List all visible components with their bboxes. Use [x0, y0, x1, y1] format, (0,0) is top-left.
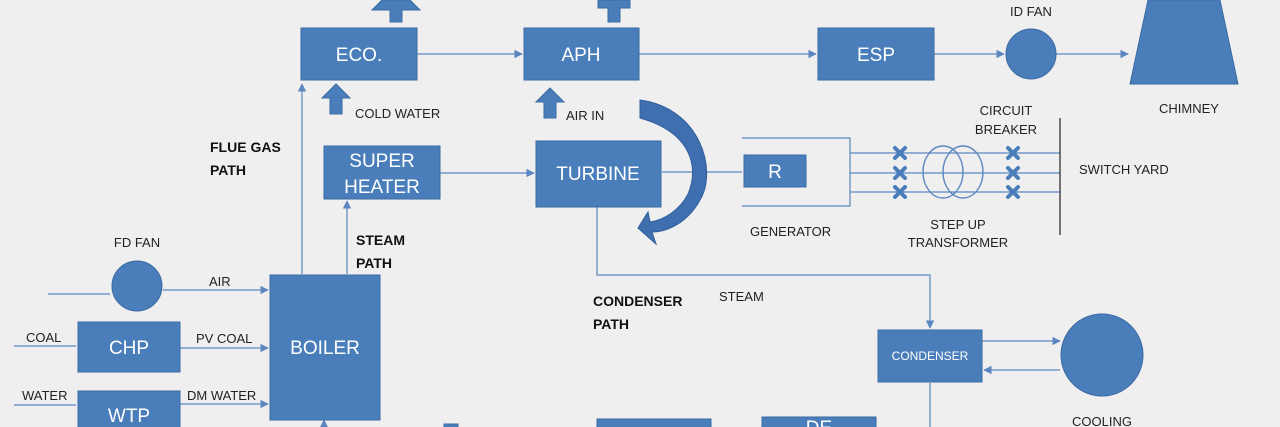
step-up-label-1: STEP UP — [930, 217, 985, 232]
step-up-label-2: TRANSFORMER — [908, 235, 1008, 250]
generator-r-label: R — [768, 162, 782, 183]
steam-path-label-2: PATH — [356, 255, 392, 271]
dm-water-label: DM WATER — [187, 388, 256, 403]
water-label: WATER — [22, 388, 68, 403]
breaker-x-mark — [1006, 185, 1020, 199]
cold-water-arrow — [320, 83, 352, 115]
de-box: DE — [761, 416, 877, 427]
chimney-label: CHIMNEY — [1159, 101, 1219, 116]
cooling-tower-circle — [1060, 313, 1144, 397]
up-arrows — [320, 0, 631, 119]
generator-label: GENERATOR — [750, 224, 831, 239]
aph-box: APH — [523, 27, 640, 81]
circuit-breaker-label-2: BREAKER — [975, 122, 1037, 137]
air-label: AIR — [209, 274, 231, 289]
switch-yard-label: SWITCH YARD — [1079, 162, 1169, 177]
breaker-x-mark — [893, 185, 907, 199]
flue-gas-path-label-2: PATH — [210, 162, 246, 178]
steam-label: STEAM — [719, 289, 764, 304]
wtp-label: WTP — [108, 406, 150, 427]
partial-box-left — [443, 423, 459, 427]
circuit-breakers — [893, 146, 1020, 199]
boiler-label: BOILER — [290, 338, 360, 359]
labels: ID FAN CHIMNEY COLD WATER AIR IN CIRCUIT… — [22, 4, 1219, 427]
breaker-x-mark — [893, 146, 907, 160]
cooling-label: COOLING — [1072, 414, 1132, 427]
esp-label: ESP — [857, 45, 895, 66]
pv-coal-label: PV COAL — [196, 331, 252, 346]
rotation-arrow — [637, 99, 708, 246]
connector-lines — [14, 49, 1129, 427]
condenser-box: CONDENSER — [877, 329, 983, 383]
chp-label: CHP — [109, 338, 149, 359]
condenser-path-label-1: CONDENSER — [593, 293, 682, 309]
cold-water-label: COLD WATER — [355, 106, 440, 121]
breaker-x-mark — [1006, 166, 1020, 180]
coal-label: COAL — [26, 330, 61, 345]
chp-box: CHP — [77, 321, 181, 373]
flue-gas-path-label-1: FLUE GAS — [210, 139, 281, 155]
super-heater-box: SUPER HEATER — [323, 145, 441, 200]
aph-exhaust-arrow — [597, 0, 631, 23]
de-label: DE — [806, 418, 832, 427]
air-in-arrow — [534, 87, 566, 119]
circuit-breaker-label-1: CIRCUIT — [980, 103, 1033, 118]
condenser-path-label-2: PATH — [593, 316, 629, 332]
air-in-label: AIR IN — [566, 108, 604, 123]
breaker-x-mark — [893, 166, 907, 180]
path-labels: FLUE GAS PATH STEAM PATH CONDENSER PATH — [210, 139, 682, 332]
super-heater-label-1: SUPER — [349, 151, 414, 172]
id-fan-label: ID FAN — [1010, 4, 1052, 19]
aph-label: APH — [561, 45, 600, 66]
step-up-transformer — [922, 145, 984, 199]
turbine-label: TURBINE — [556, 164, 639, 185]
chimney-shape — [1129, 0, 1239, 85]
wtp-box: WTP — [77, 390, 181, 427]
partial-box-middle — [596, 418, 712, 427]
id-fan-circle — [1005, 28, 1057, 80]
steam-path-label-1: STEAM — [356, 232, 405, 248]
fd-fan-circle — [111, 260, 163, 312]
esp-box: ESP — [817, 27, 935, 81]
breaker-x-mark — [1006, 146, 1020, 160]
condenser-label: CONDENSER — [892, 349, 969, 363]
eco-box: ECO. — [300, 27, 418, 81]
super-heater-label-2: HEATER — [344, 177, 420, 198]
turbine-to-condenser-line — [596, 207, 935, 329]
boiler-box: BOILER — [269, 274, 381, 421]
fd-fan-label: FD FAN — [114, 235, 160, 250]
generator-frame — [742, 137, 851, 207]
eco-label: ECO. — [336, 45, 382, 66]
generator-r-box: R — [743, 154, 807, 188]
turbine-box: TURBINE — [535, 140, 662, 208]
eco-exhaust-arrow — [370, 0, 422, 23]
